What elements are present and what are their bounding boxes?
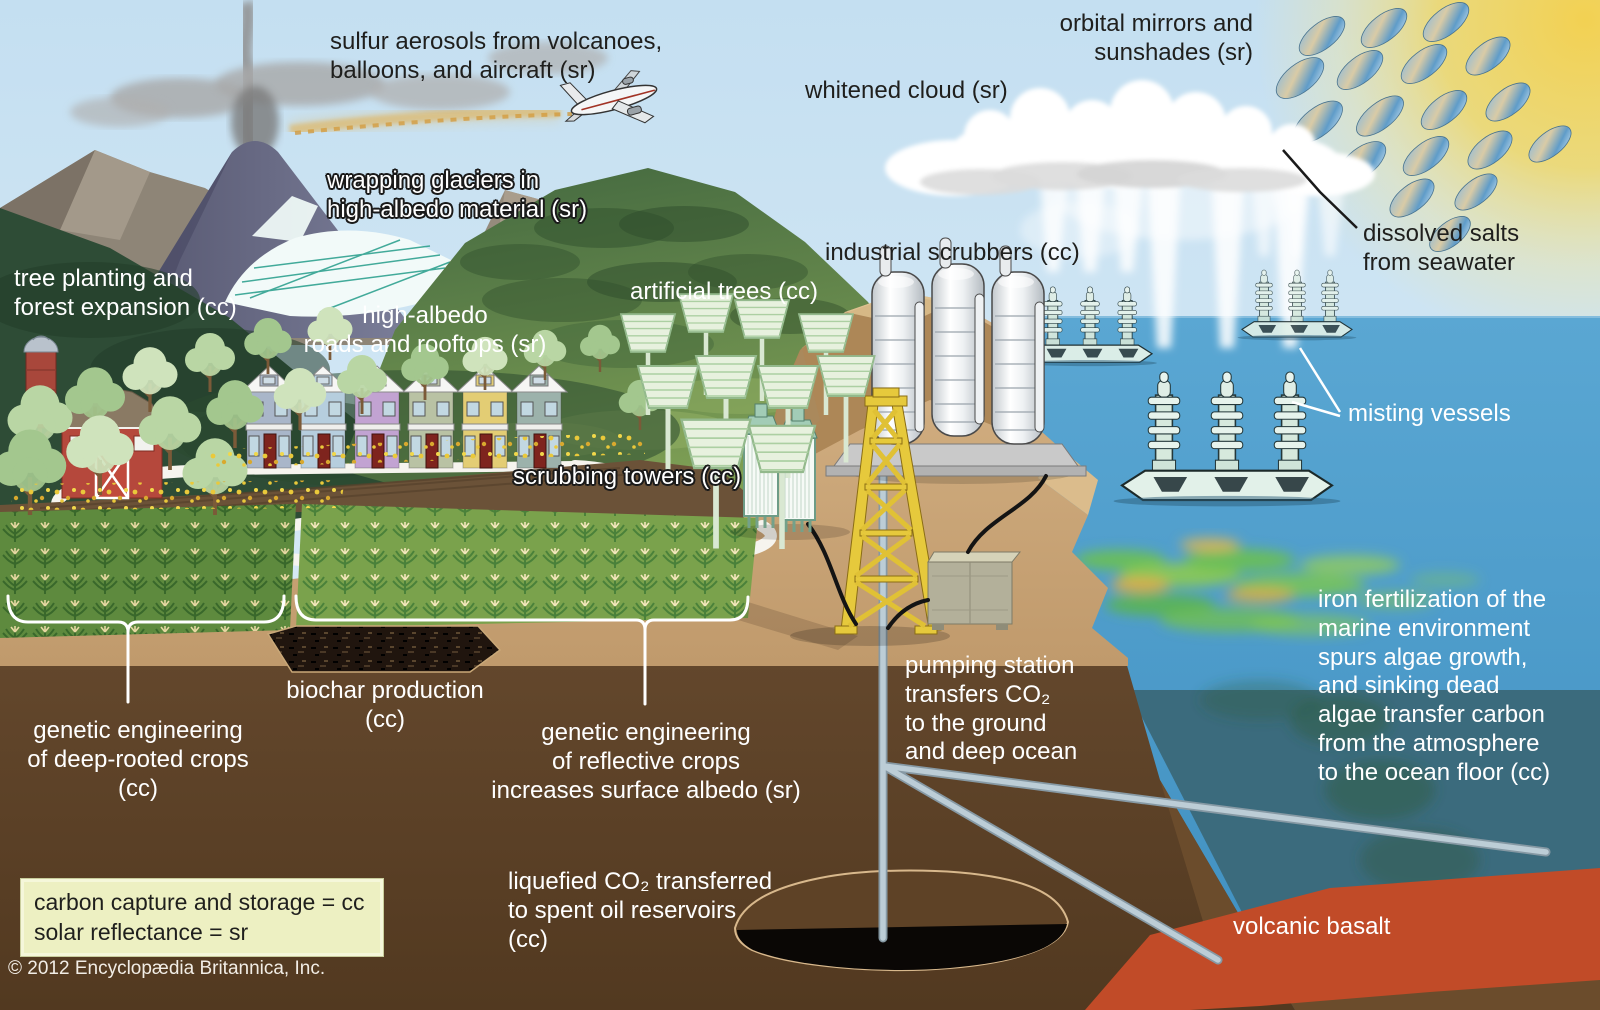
- aerosol-trail: [288, 103, 573, 139]
- flower-band: [10, 480, 345, 510]
- legend-box: carbon capture and storage = cc solar re…: [20, 878, 384, 957]
- scrubbing-towers-unit: [730, 402, 850, 540]
- copyright-notice: © 2012 Encyclopædia Britannica, Inc.: [8, 958, 326, 979]
- dissolved-salts-pointer: [1282, 149, 1358, 229]
- legend-sr: solar reflectance = sr: [34, 919, 249, 946]
- volcanic-basalt-layer: [1085, 868, 1600, 1010]
- wrapped-glacier: [225, 196, 455, 317]
- flower-band: [205, 432, 645, 468]
- aircraft: [559, 70, 658, 124]
- oil-reservoir: [733, 869, 1070, 971]
- crop-field-deep-rooted: [0, 504, 296, 638]
- crop-field-reflective: [296, 504, 758, 628]
- biochar-patch: [266, 625, 502, 673]
- whitened-cloud: [885, 80, 1375, 196]
- pump-box: [927, 551, 1022, 630]
- legend-cc: carbon capture and storage = cc: [34, 889, 365, 915]
- algae-bloom: [1075, 538, 1480, 636]
- derrick-shadow: [738, 602, 950, 650]
- crop-brackets: [6, 594, 750, 706]
- volcano-smoke-plume: [70, 0, 608, 158]
- misting-vessels-pointer: [1291, 347, 1342, 418]
- cables: [806, 474, 1048, 630]
